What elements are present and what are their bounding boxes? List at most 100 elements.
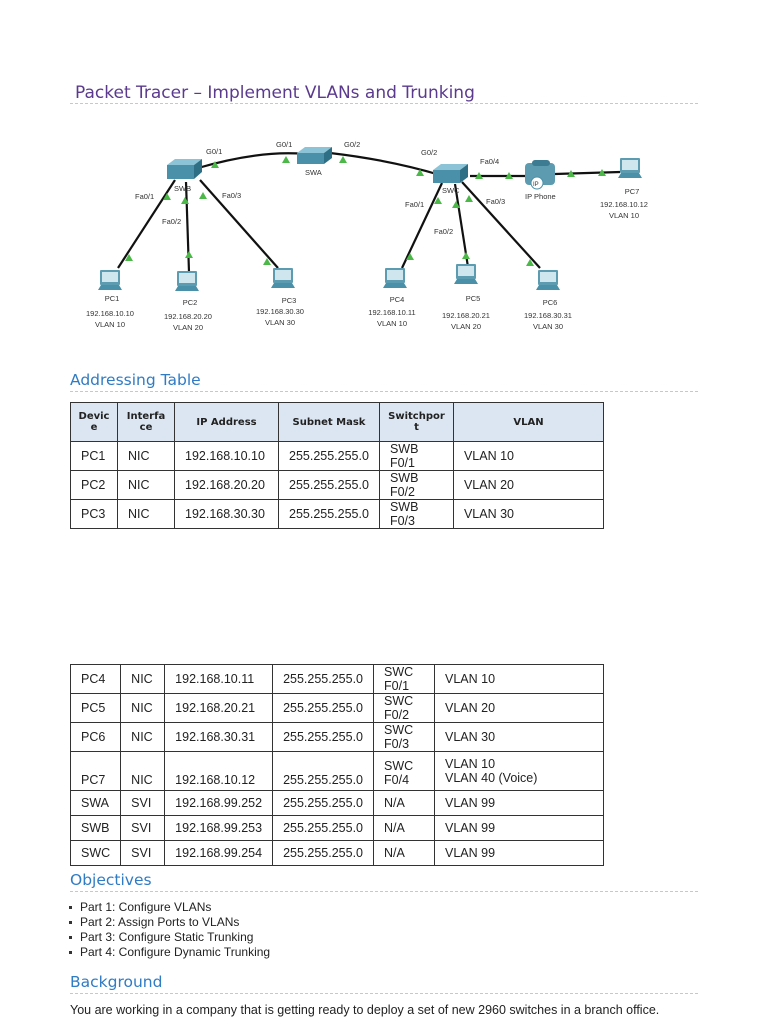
port-up-icon [475, 172, 483, 179]
list-item: Part 2: Assign Ports to VLANs [68, 915, 270, 930]
links [117, 151, 621, 273]
port-up-icon [163, 193, 171, 200]
pc-vlan-label: VLAN 30 [265, 318, 295, 327]
port-label: Fa0/2 [162, 217, 181, 226]
background-text: You are working in a company that is get… [70, 1003, 660, 1017]
switches: IP [167, 147, 555, 190]
pc-icon [383, 268, 407, 288]
switch-label: SWC [442, 186, 460, 195]
pc-name-label: PC1 [105, 294, 120, 303]
switch-label: SWA [305, 168, 322, 177]
pc-ip-label: 192.168.30.30 [256, 307, 304, 316]
list-item: Part 4: Configure Dynamic Trunking [68, 945, 271, 959]
link-swc-pc4 [401, 182, 443, 269]
pc-icon [271, 268, 295, 288]
table-cell: VLAN 20 [452, 470, 605, 500]
pc-vlan-label: VLAN 10 [95, 320, 125, 329]
table-cell: SWC [69, 840, 122, 866]
port-up-icon [567, 170, 575, 177]
port-up-icon [199, 192, 207, 199]
port-status-markers [125, 156, 606, 266]
col-switchport: Switchport [378, 402, 454, 442]
switch-swa-icon [297, 147, 332, 164]
table-cell: 255.255.255.0 [272, 815, 375, 841]
col-ip: IP Address [174, 402, 279, 442]
table-cell: SWB F0/2 [378, 470, 454, 500]
pc-name-label: PC7 [625, 187, 640, 196]
table-cell: 192.168.99.254 [164, 840, 274, 866]
divider [70, 891, 698, 892]
table-cell: PC6 [69, 722, 122, 752]
table-cell: 192.168.99.253 [164, 815, 274, 841]
link-phone-pc7 [554, 170, 621, 176]
table-cell: NIC [120, 693, 166, 723]
col-mask: Subnet Mask [278, 402, 380, 442]
table-cell: SWC F0/3 [373, 722, 436, 752]
pc-vlan-label: VLAN 20 [173, 323, 203, 332]
port-up-icon [505, 172, 513, 179]
pc-name-label: PC4 [390, 295, 405, 304]
table-cell: NIC [120, 722, 166, 752]
port-label: Fa0/2 [434, 227, 453, 236]
col-interface: Interface [117, 402, 175, 442]
title-divider [70, 103, 698, 104]
port-up-icon [406, 253, 414, 260]
table-cell: VLAN 10 [434, 664, 604, 694]
port-up-icon [282, 156, 290, 163]
table-cell: PC5 [69, 693, 122, 723]
link-swc-pc6 [461, 181, 541, 269]
port-label: Fa0/1 [405, 200, 424, 209]
addressing-heading: Addressing Table [70, 371, 201, 389]
table-cell: VLAN 20 [434, 693, 604, 723]
table-cell: 192.168.20.20 [174, 470, 279, 500]
link-swb-pc1 [117, 179, 176, 269]
cell-line: VLAN 40 (Voice) [445, 771, 538, 785]
pc-icon [618, 158, 642, 178]
list-item: Part 3: Configure Static Trunking [68, 930, 270, 945]
port-label: Fa0/1 [135, 192, 154, 201]
ip-phone-icon: IP [525, 160, 555, 190]
table-cell: SVI [120, 790, 166, 816]
ip-phone-badge: IP [533, 182, 539, 188]
port-up-icon [465, 195, 473, 202]
table-cell: 192.168.30.30 [174, 499, 279, 529]
port-up-icon [526, 259, 534, 266]
cell-line: VLAN 10 [445, 757, 496, 771]
pc-icon [98, 270, 122, 290]
switch-swc-icon [433, 164, 468, 183]
port-up-icon [598, 169, 606, 176]
table-cell: N/A [373, 815, 436, 841]
pc-vlan-label: VLAN 30 [533, 322, 563, 331]
port-label: Fa0/3 [222, 191, 241, 200]
pc-ip-label: 192.168.10.12 [600, 200, 648, 209]
objectives-heading: Objectives [70, 871, 152, 889]
port-up-icon [181, 197, 189, 204]
table-cell: SWB [69, 815, 122, 841]
table-cell: NIC [117, 441, 175, 471]
topology-diagram: IP G0/1 G0/1 G0/2 G0/2 Fa0/4 Fa0/1 Fa0/2… [86, 140, 648, 332]
pc-name-label: PC6 [543, 298, 558, 307]
pc-icon [454, 264, 478, 284]
link-swb-swa [197, 152, 306, 170]
table-cell: 255.255.255.0 [272, 722, 375, 752]
pc-vlan-label: VLAN 20 [451, 322, 481, 331]
table-cell: VLAN 30 [434, 722, 604, 752]
table-cell: NIC [120, 664, 166, 694]
port-up-icon [211, 161, 219, 168]
table-cell: 255.255.255.0 [278, 441, 380, 471]
table-cell: PC7 [69, 751, 122, 791]
pc-icon [536, 270, 560, 290]
diagram-labels: G0/1 G0/1 G0/2 G0/2 Fa0/4 Fa0/1 Fa0/2 Fa… [135, 140, 556, 236]
table-cell: SWC F0/4 [373, 751, 436, 791]
table-cell: 192.168.10.10 [174, 441, 279, 471]
page-title: Packet Tracer – Implement VLANs and Trun… [75, 83, 475, 103]
